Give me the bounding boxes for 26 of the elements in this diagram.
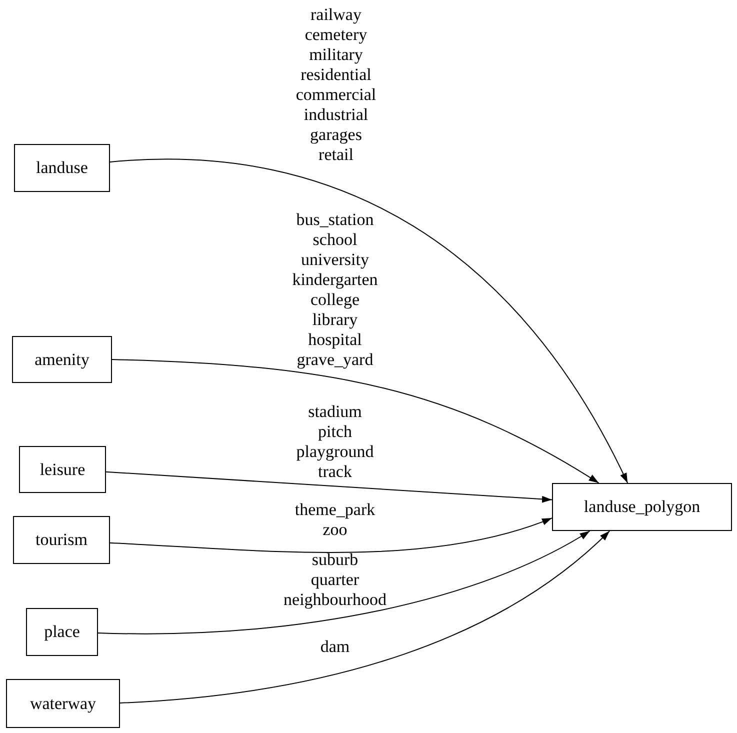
node-label: tourism: [36, 530, 88, 550]
edge-label: suburb quarter neighbourhood: [284, 550, 386, 610]
node-box: [14, 144, 110, 192]
node-box: [26, 608, 98, 656]
node-label: landuse_polygon: [584, 497, 700, 517]
edge-label: railway cemetery military residential commercial industrial garages retail: [296, 5, 376, 165]
edge-label: dam: [320, 637, 350, 657]
node-box: [13, 516, 110, 564]
node-box: [552, 483, 732, 531]
arrow: [110, 158, 628, 484]
node-box: [12, 336, 112, 383]
node-label: place: [44, 622, 80, 642]
node-label: waterway: [30, 694, 96, 714]
edge-label: theme_park zoo: [294, 500, 376, 540]
node-box: [6, 679, 120, 728]
arrow: [110, 518, 552, 553]
arrow: [98, 530, 590, 634]
arrow: [106, 471, 552, 503]
edge-label: stadium pitch playground track: [296, 402, 374, 482]
node-label: leisure: [40, 460, 86, 480]
arrow: [120, 530, 610, 704]
node-label: amenity: [34, 350, 90, 370]
arrow: [112, 359, 600, 484]
node-box: [19, 446, 106, 493]
edge-label: bus_station school university kindergarten college library hospital grave_yard: [292, 210, 378, 370]
node-label: landuse: [36, 158, 88, 178]
